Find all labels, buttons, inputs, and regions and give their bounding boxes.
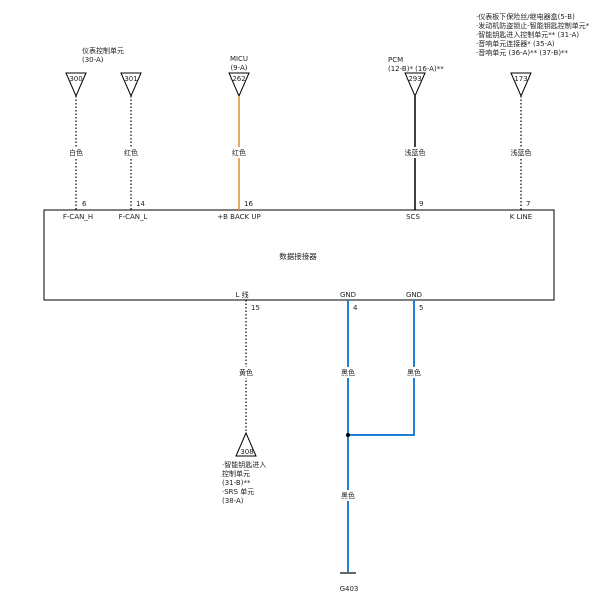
wire-color-label: 黑色 (407, 368, 421, 377)
wire-f-can-h: 300 白色 6 F-CAN_H 仪表控制单元 (30-A) (63, 46, 124, 221)
terminal-name: GND (406, 291, 422, 299)
pin-number: 5 (419, 304, 423, 312)
connector-number: 301 (124, 75, 137, 83)
wire-l-line: L 线 15 黄色 308 ·智能钥匙进入 控制单元 (31-B)** ·SRS… (222, 290, 266, 505)
connector-triangle-173 (510, 72, 532, 98)
terminal-name: +B BACK UP (217, 213, 260, 221)
wire-color-label: 黑色 (341, 368, 355, 377)
wire-color-label: 红色 (232, 148, 246, 157)
wire-color-label: 白色 (69, 148, 83, 157)
connector-number: 173 (514, 75, 527, 83)
wire-color-label: 红色 (124, 148, 138, 157)
destination-line: (12-B)* (16-A)** (388, 65, 444, 73)
destination-line: ·音响单元连接器* (35-A) (476, 39, 555, 48)
pin-number: 4 (353, 304, 358, 312)
wire-gnd-5: GND 5 黑色 (346, 291, 426, 437)
splice-point (346, 433, 350, 437)
destination-line: ·智能钥匙进入控制单元** (31-A) (476, 30, 579, 39)
pin-number: 9 (419, 200, 423, 208)
connector-number: 308 (240, 448, 253, 456)
destination-line: 控制单元 (222, 469, 250, 478)
wire-segment (348, 300, 415, 436)
wire-gnd-4: GND 4 黑色 (336, 291, 360, 572)
connector-triangle-300 (65, 72, 87, 98)
pin-number: 7 (526, 200, 530, 208)
pin-number: 15 (251, 304, 260, 312)
destination-line: ·SRS 单元 (222, 487, 254, 496)
wire-color-label: 黑色 (341, 491, 355, 500)
connector-number: 293 (408, 75, 421, 83)
destination-line: ·智能钥匙进入 (222, 460, 266, 469)
pin-number: 16 (244, 200, 253, 208)
pin-number: 14 (136, 200, 145, 208)
destination-line: 仪表控制单元 (82, 46, 124, 55)
destination-line: (30-A) (82, 56, 104, 64)
destination-line: ·音响单元 (36-A)** (37-B)** (476, 48, 569, 57)
ground-label: G403 (340, 585, 359, 593)
destination-line: ·仪表板下保险丝/继电器盒(5-B) (476, 12, 575, 21)
destination-line: (38-A) (222, 497, 244, 505)
destination-line: (31-B)** (222, 479, 251, 487)
data-link-connector-box (43, 209, 555, 301)
destination-line: MICU (230, 55, 248, 63)
wire-k-line: 173 浅蓝色 7 K LINE ·仪表板下保险丝/继电器盒(5-B) ·发动机… (476, 12, 590, 221)
terminal-name: GND (340, 291, 356, 299)
wire-color-label: 浅蓝色 (405, 148, 426, 157)
terminal-name: SCS (406, 213, 420, 221)
wire-color-label: 浅蓝色 (511, 148, 532, 157)
connector-triangle-308 (235, 431, 257, 457)
connector-triangle-293 (404, 72, 426, 98)
pin-number: 6 (82, 200, 87, 208)
destination-line: ·发动机防盗锁止-智能钥匙控制单元* (476, 21, 590, 30)
terminal-name: F-CAN_L (119, 213, 148, 221)
connector-number: 300 (69, 75, 82, 83)
wire-b-backup: 262 红色 16 +B BACK UP MICU (9-A) (217, 55, 260, 221)
connector-title: 数据接接器 (279, 251, 317, 261)
destination-line: PCM (388, 56, 403, 64)
connector-triangle-262 (228, 72, 250, 98)
terminal-name: L 线 (235, 290, 248, 299)
connector-number: 262 (232, 75, 245, 83)
wire-color-label: 黄色 (239, 368, 253, 377)
terminal-name: F-CAN_H (63, 213, 93, 221)
terminal-name: K LINE (510, 213, 532, 221)
connector-triangle-301 (120, 72, 142, 98)
destination-line: (9-A) (230, 64, 247, 72)
wire-scs: 293 浅蓝色 9 SCS PCM (12-B)* (16-A)** (388, 56, 444, 221)
wire-f-can-l: 301 红色 14 F-CAN_L (119, 72, 148, 221)
ground-trunk: 黑色 G403 (336, 490, 360, 593)
